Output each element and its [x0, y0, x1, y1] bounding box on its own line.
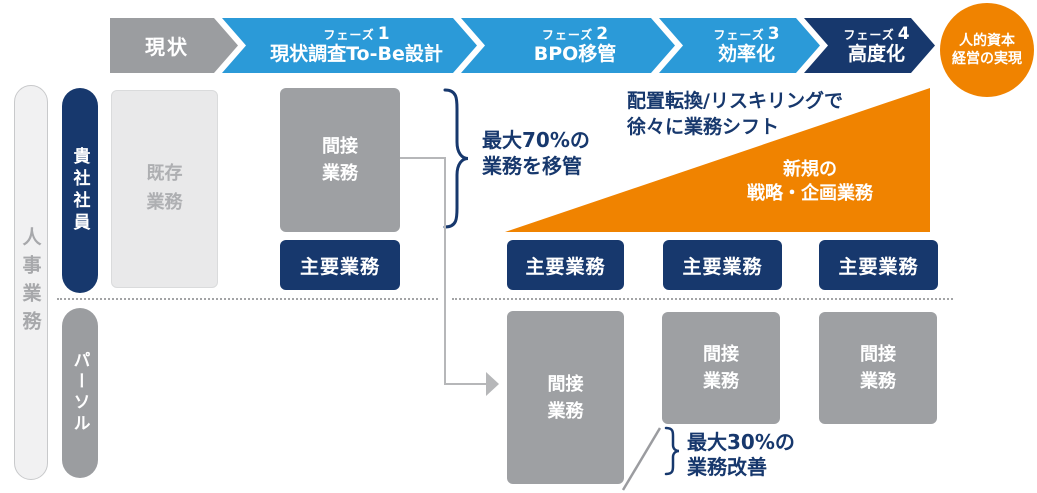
phase-2-number: 2	[596, 23, 609, 44]
phase-2-word: フェーズ	[541, 27, 594, 42]
transfer-connector-vertical	[444, 157, 446, 385]
current-state-chevron: 現状	[110, 18, 238, 73]
improve-slash-icon	[621, 427, 662, 491]
main-work-box-2: 主要業務	[507, 240, 624, 290]
existing-work-box: 既存業務	[111, 90, 218, 288]
shift-note: 配置転換/リスキリングで 徐々に業務シフト	[627, 89, 843, 140]
transfer-arrow-icon	[486, 372, 499, 396]
goal-line1: 人的資本	[959, 32, 1015, 49]
vendor-label: パーソル	[69, 351, 90, 435]
phase-4-word: フェーズ	[843, 27, 895, 42]
indirect-vendor-label-1: 間接業務	[547, 373, 584, 422]
indirect-vendor-label-3: 間接業務	[860, 344, 896, 392]
new-work-line1: 新規の	[783, 159, 837, 180]
improve-note-line1: 最大30%の	[687, 430, 795, 454]
shift-note-line2: 徐々に業務シフト	[627, 115, 780, 138]
indirect-work-box-vendor-1: 間接業務	[507, 311, 624, 484]
transfer-connector-bottom	[444, 383, 486, 385]
transfer-connector-top	[400, 157, 446, 159]
phase-3-number: 3	[767, 23, 780, 44]
hr-domain-rail: 人事業務	[14, 85, 48, 480]
phase-4-title: 高度化	[847, 43, 905, 66]
main-work-label-4: 主要業務	[838, 255, 919, 278]
row-divider-right	[452, 298, 953, 300]
goal-line2: 経営の実現	[952, 51, 1022, 67]
transfer-note-line1: 最大70%の	[482, 128, 590, 152]
indirect-work-box-company: 間接業務	[280, 88, 400, 232]
transfer-note: 最大70%の 業務を移管	[482, 127, 590, 179]
main-work-label-3: 主要業務	[682, 255, 763, 278]
goal-circle: 人的資本 経営の実現	[940, 3, 1034, 97]
transfer-note-line2: 業務を移管	[482, 154, 582, 178]
phase-1-number: 1	[377, 23, 390, 44]
improve-note-line2: 業務改善	[687, 455, 767, 479]
indirect-vendor-label-2: 間接業務	[703, 344, 739, 392]
phase-1-word: フェーズ	[323, 27, 375, 42]
main-work-label-2: 主要業務	[525, 255, 606, 278]
brace-70-icon	[443, 88, 469, 229]
improve-note: 最大30%の 業務改善	[687, 430, 795, 480]
vendor-rail: パーソル	[62, 308, 98, 478]
hr-domain-label: 人事業務	[19, 226, 42, 339]
indirect-work-box-vendor-3: 間接業務	[819, 312, 937, 424]
existing-work-label: 既存業務	[146, 163, 183, 213]
main-work-box-1: 主要業務	[280, 240, 400, 290]
company-employees-label: 貴社社員	[69, 146, 90, 235]
phase-3-title: 効率化	[717, 43, 775, 66]
shift-note-line1: 配置転換/リスキリングで	[627, 90, 843, 112]
company-employees-rail: 貴社社員	[62, 88, 98, 293]
main-work-box-3: 主要業務	[663, 240, 782, 290]
phase-1-title: 現状調査To-Be設計	[270, 43, 443, 66]
main-work-box-4: 主要業務	[819, 240, 938, 290]
indirect-work-box-vendor-2: 間接業務	[662, 312, 780, 424]
brace-30-icon	[664, 426, 680, 476]
new-work-text: 新規の 戦略・企画業務	[695, 158, 925, 207]
main-work-label-1: 主要業務	[299, 255, 380, 278]
phase-3-word: フェーズ	[713, 27, 765, 42]
indirect-work-label: 間接業務	[322, 136, 358, 184]
row-divider-left	[57, 298, 438, 300]
current-state-label: 現状	[145, 35, 189, 59]
phase-4-number: 4	[897, 23, 910, 44]
new-work-line2: 戦略・企画業務	[747, 183, 873, 205]
phase-2-title: BPO移管	[533, 43, 617, 66]
